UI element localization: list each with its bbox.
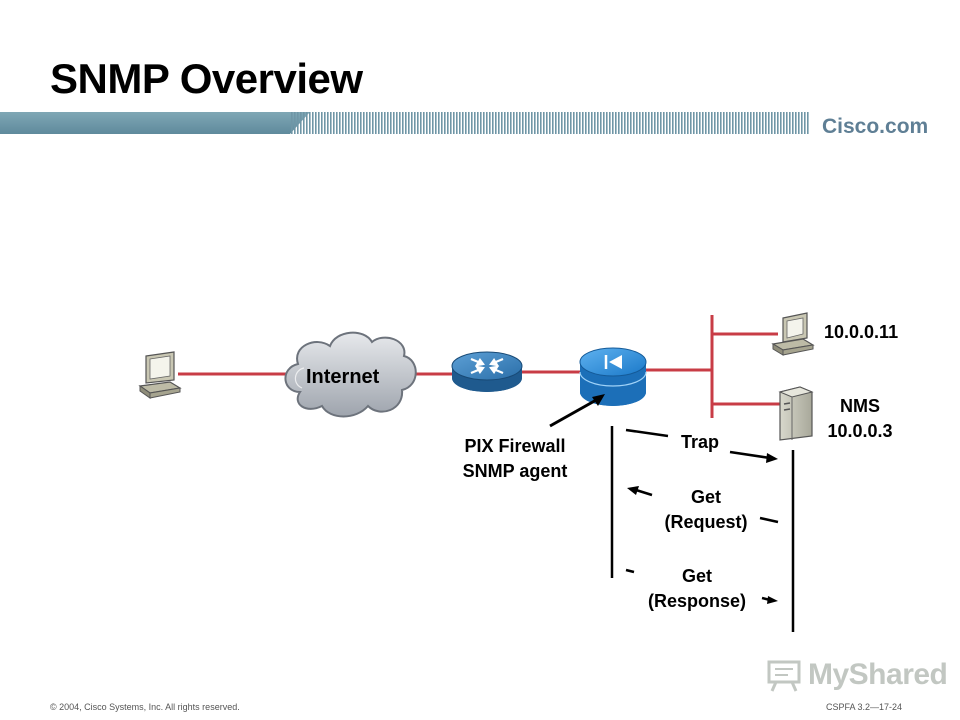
host-ip-label: 10.0.0.11 [824, 322, 899, 342]
footer-copyright: © 2004, Cisco Systems, Inc. All rights r… [50, 702, 240, 712]
footer-slide-id: CSPFA 3.2—17-24 [826, 702, 903, 712]
pointer-arrow [549, 394, 605, 428]
watermark-board-icon [767, 660, 801, 692]
trap-label: Trap [680, 432, 719, 452]
header-bar-stripes [290, 112, 810, 134]
host-pc-icon [771, 312, 815, 356]
get-request-arrow [627, 486, 779, 524]
firewall-label-line1: PIX Firewall [464, 436, 566, 456]
header-bar-solid [0, 112, 310, 134]
slide-title: SNMP Overview [50, 55, 363, 102]
internet-label: Internet [306, 366, 380, 388]
nms-label: NMS [840, 396, 880, 416]
get-request-label-line2: (Request) [664, 512, 748, 532]
internet-cloud-icon [284, 331, 417, 418]
cisco-brand: Cisco.com [822, 115, 929, 138]
workstation-icon [138, 351, 182, 399]
trap-arrow [625, 428, 778, 463]
header-bar [0, 112, 810, 134]
firewall-label-line2: SNMP agent [462, 461, 568, 481]
get-response-label-line2: (Response) [647, 591, 746, 611]
router-icon [451, 351, 523, 392]
pix-firewall-icon [579, 347, 647, 406]
get-request-label-line1: Get [690, 487, 721, 507]
nms-ip-label: 10.0.0.3 [827, 421, 893, 441]
get-response-label-line1: Get [681, 566, 712, 586]
watermark-text: MyShared [808, 658, 948, 691]
nms-server-icon [778, 386, 814, 441]
get-response-arrow [625, 568, 778, 604]
